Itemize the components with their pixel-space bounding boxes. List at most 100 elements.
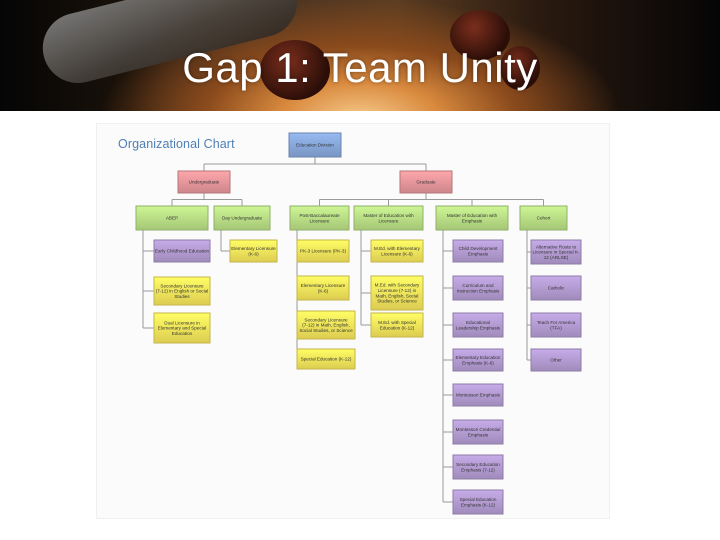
org-node-box: [452, 383, 504, 407]
org-node-label: Montessori Credential: [456, 427, 501, 432]
org-node-label: Educational: [466, 320, 490, 325]
org-node-label: Studies, or Science: [377, 299, 417, 304]
org-node-label: Licensure (7-12) in: [378, 288, 417, 293]
org-node-box: [452, 275, 504, 301]
org-node-c2: Catholic: [530, 275, 582, 301]
org-node-box: [530, 275, 582, 301]
org-node-label: Emphasis (K-6): [462, 360, 494, 365]
org-node-d1: Elementary Licensure(K-6): [229, 239, 278, 263]
org-node-day: Day Undergraduate: [213, 205, 271, 231]
org-node-box: [435, 205, 509, 231]
ant-right-head-image: [500, 46, 540, 90]
org-node-box: [452, 454, 504, 480]
org-node-label: Elementary Licensure: [231, 246, 276, 251]
org-node-label: 12 (ARLSE): [544, 255, 569, 260]
org-node-label: Studies: [174, 294, 190, 299]
org-node-label: Emphasis (7-12): [461, 467, 495, 472]
org-node-box: [289, 205, 350, 231]
org-node-box: [229, 239, 278, 263]
org-node-box: [296, 239, 350, 263]
org-node-label: Leadership Emphasis: [456, 325, 501, 330]
org-node-label: Secondary Licensure: [304, 317, 348, 322]
org-node-label: Secondary Education: [456, 462, 500, 467]
org-node-label: Emphasis (K-12): [461, 502, 496, 507]
org-node-box: [530, 239, 582, 265]
org-node-box: [530, 312, 582, 338]
org-node-p2: Elementary Licensure(K-6): [296, 275, 350, 301]
org-node-box: [213, 205, 271, 231]
org-node-label: M.Ed. with Secondary: [375, 283, 420, 288]
org-node-box: [296, 275, 350, 301]
org-node-box: [370, 312, 424, 338]
org-node-box: [296, 310, 356, 340]
org-node-box: [153, 239, 211, 263]
org-node-label: Child Development: [459, 246, 499, 251]
org-node-label: Post-Baccalaureate: [299, 213, 340, 218]
org-node-label: Day Undergraduate: [222, 216, 263, 221]
org-node-box: [452, 239, 504, 263]
ant-right-image: [450, 10, 510, 60]
connector-lines: [142, 157, 544, 503]
org-node-box: [296, 348, 356, 370]
ant-left-image: [260, 40, 330, 100]
org-node-label: Education: [172, 331, 193, 336]
org-node-c3: Teach For America(TFA): [530, 312, 582, 338]
org-node-label: (7-12) in Math, English,: [302, 323, 350, 328]
org-node-e5: Montessori Emphasis: [452, 383, 504, 407]
org-node-cohort: Cohort: [519, 205, 568, 231]
org-node-p1: PK-3 Licensure (PK-3): [296, 239, 350, 263]
org-node-label: Emphasis: [468, 432, 489, 437]
org-node-box: [452, 489, 504, 515]
org-node-box: [370, 239, 424, 263]
org-node-box: [452, 348, 504, 372]
org-node-box: [530, 348, 582, 372]
org-node-label: Special Education (K-12): [301, 357, 352, 362]
org-node-label: (7-12) in English or Social: [156, 289, 209, 294]
org-node-label: Master of Education with: [363, 213, 414, 218]
org-node-box: [288, 132, 342, 158]
org-node-label: M.Ed. with Special: [378, 320, 416, 325]
org-node-label: Licensure: [379, 218, 399, 223]
org-node-box: [135, 205, 209, 231]
org-node-label: Special Education: [460, 497, 497, 502]
org-node-label: M.Ed. with Elementary: [374, 246, 421, 251]
org-node-p4: Special Education (K-12): [296, 348, 356, 370]
org-node-label: Other: [550, 358, 562, 363]
org-node-label: Teach For America: [537, 320, 576, 325]
org-node-label: Emphasis: [462, 218, 483, 223]
org-node-box: [177, 170, 231, 194]
org-node-label: Montessori Emphasis: [456, 393, 501, 398]
org-node-label: Curriculum and: [462, 283, 494, 288]
org-node-label: Alternative Route to: [536, 244, 577, 249]
org-node-label: Emphasis: [468, 251, 489, 256]
org-node-label: Education (K-12): [380, 325, 415, 330]
org-node-label: Licensure in Special K-: [533, 250, 580, 255]
org-node-box: [370, 275, 424, 311]
org-node-undergrad: Undergraduate: [177, 170, 231, 194]
org-node-box: [452, 419, 504, 445]
org-node-c4: Other: [530, 348, 582, 372]
org-node-p3: Secondary Licensure(7-12) in Math, Engli…: [296, 310, 356, 340]
org-node-box: [399, 170, 453, 194]
org-node-label: ABEP: [166, 216, 178, 221]
org-node-label: Instruction Emphasis: [457, 288, 500, 293]
org-node-label: (K-6): [248, 251, 259, 256]
slide-title: Gap 1: Team Unity: [182, 44, 538, 91]
org-node-label: PK-3 Licensure (PK-3): [300, 249, 346, 254]
